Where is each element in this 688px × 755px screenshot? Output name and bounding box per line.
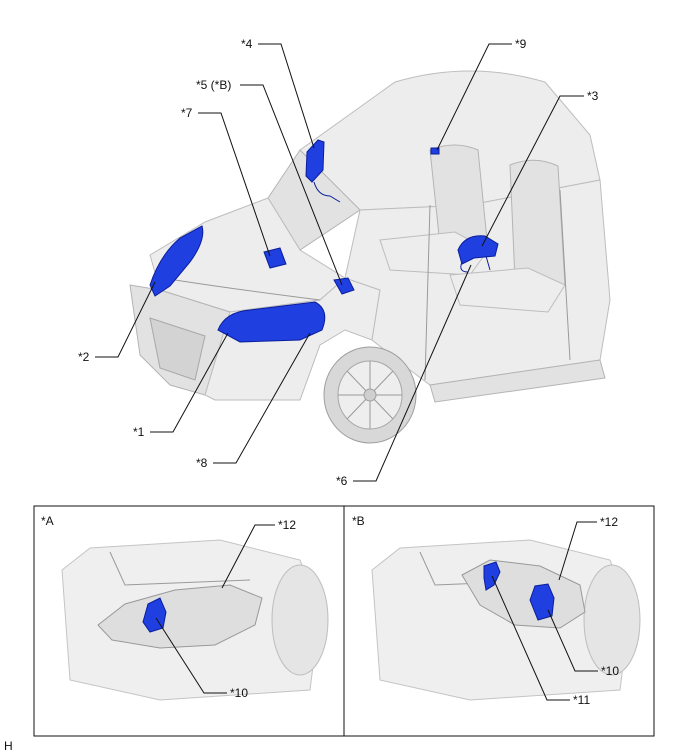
inset-b-callout-12: *12 <box>600 515 618 529</box>
inset-b-callout-11: *11 <box>573 693 590 707</box>
component-3-outer-mirror <box>457 235 499 265</box>
inset-a-leader-12 <box>221 524 275 589</box>
inset-a-callout-12: *12 <box>278 518 296 532</box>
callout-5: *5 (*B) <box>196 78 231 92</box>
component-5-sensor <box>333 277 355 295</box>
vehicle-rocker <box>429 359 606 403</box>
hood-crease <box>174 279 321 301</box>
highlighted-components <box>149 139 499 343</box>
component-4-inner-mirror <box>305 139 325 183</box>
leader-lines <box>95 43 584 482</box>
front-wheel <box>323 346 417 444</box>
inset-a-component-10 <box>142 597 167 633</box>
callout-3: *3 <box>587 89 599 103</box>
inset-a-door-line <box>109 551 251 586</box>
inset-a-label: *A <box>41 514 54 528</box>
callout-4: *4 <box>241 37 253 51</box>
callout-8: *8 <box>196 456 208 470</box>
component-9-sensor <box>430 147 440 155</box>
leader-5 <box>240 84 343 286</box>
leader-1 <box>150 332 229 433</box>
component-4-harness <box>313 181 341 203</box>
leader-8 <box>213 332 311 464</box>
leader-2 <box>95 281 156 358</box>
inset-b-leader-12 <box>558 521 597 581</box>
inset-a-callout-10: *10 <box>230 686 248 700</box>
leader-6 <box>353 264 472 482</box>
inset-b-label: *B <box>352 514 365 528</box>
door-cut-line <box>424 189 571 381</box>
inset-b: *B *12 *10 *11 <box>343 505 655 737</box>
callout-7: *7 <box>181 106 193 120</box>
vehicle-illustration <box>129 70 611 444</box>
component-1-headlight <box>217 301 326 343</box>
inset-a-wheel-arch <box>271 564 329 676</box>
callout-labels: *1 *2 *3 *4 *5 (*B) *6 *7 *8 *9 <box>78 37 599 488</box>
callout-9: *9 <box>515 37 527 51</box>
callout-2: *2 <box>78 350 90 364</box>
leader-7 <box>198 112 271 257</box>
callout-1: *1 <box>133 425 145 439</box>
inset-b-wheel-arch <box>583 564 641 676</box>
component-2-headlight-far <box>149 225 204 297</box>
leader-4 <box>258 43 315 149</box>
leader-3 <box>481 95 584 247</box>
component-3-harness <box>460 255 491 273</box>
callout-6: *6 <box>336 474 348 488</box>
corner-mark: H <box>4 739 13 753</box>
inset-b-leader-11 <box>491 575 570 701</box>
inset-a: *A *12 *10 <box>33 505 345 737</box>
inset-b-leader-10 <box>547 609 598 672</box>
inset-b-callout-10: *10 <box>601 664 619 678</box>
inset-a-fuel-tank <box>97 584 263 649</box>
leader-9 <box>436 43 512 151</box>
inset-a-leader-10 <box>155 617 227 694</box>
vehicle-grille <box>149 317 206 381</box>
